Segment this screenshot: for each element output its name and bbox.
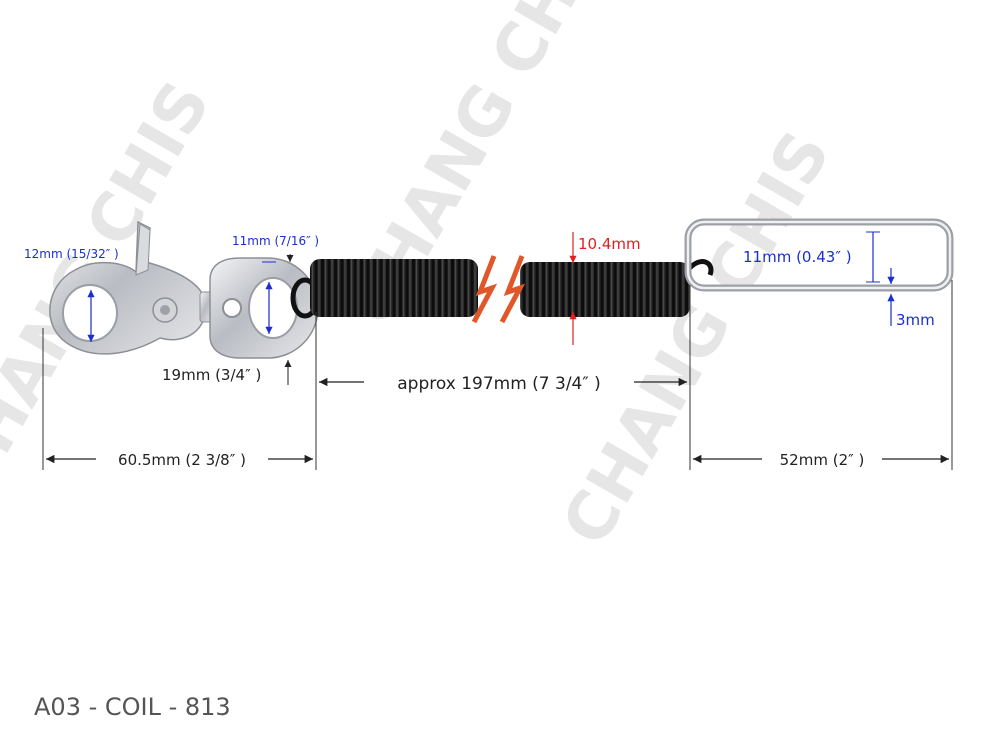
product-code: A03 - COIL - 813 (34, 693, 231, 721)
break-mark (471, 255, 526, 324)
swivel-width-label: 19mm (3/4″ ) (162, 366, 261, 384)
coil-cord (290, 259, 714, 319)
dimension-swivel-width: 19mm (3/4″ ) (162, 360, 292, 385)
dimension-ring-wire: 3mm (887, 268, 935, 329)
dimension-coil-length: approx 197mm (7 3/4″ ) (319, 374, 687, 394)
ring-wire-label: 3mm (896, 311, 935, 329)
coil-length-label: approx 197mm (7 3/4″ ) (397, 374, 601, 394)
swivel-eye-label: 11mm (7/16″ ) (232, 234, 319, 248)
ring-width-label: 52mm (2″ ) (780, 451, 865, 469)
swivel (199, 257, 319, 359)
guide-lines (42, 280, 953, 470)
coil-diameter-label: 10.4mm (578, 235, 641, 253)
dimension-ring-inner: 11mm (0.43″ ) (743, 231, 880, 283)
dimension-swivel-eye: 11mm (7/16″ ) (232, 234, 319, 334)
dimension-ring-width: 52mm (2″ ) (693, 451, 949, 469)
rectangle-ring (684, 218, 954, 292)
watermark-text-2: CHANG CHIS (547, 119, 845, 558)
hook-length-label: 60.5mm (2 3/8″ ) (118, 451, 246, 469)
dimension-hook-eye: 12mm (15/32″ ) (24, 247, 119, 342)
dimension-coil-diameter: 10.4mm (569, 232, 641, 345)
ring-inner-label: 11mm (0.43″ ) (743, 248, 852, 266)
dimension-hook-length: 60.5mm (2 3/8″ ) (46, 451, 313, 469)
hook-eye-label: 12mm (15/32″ ) (24, 247, 119, 261)
